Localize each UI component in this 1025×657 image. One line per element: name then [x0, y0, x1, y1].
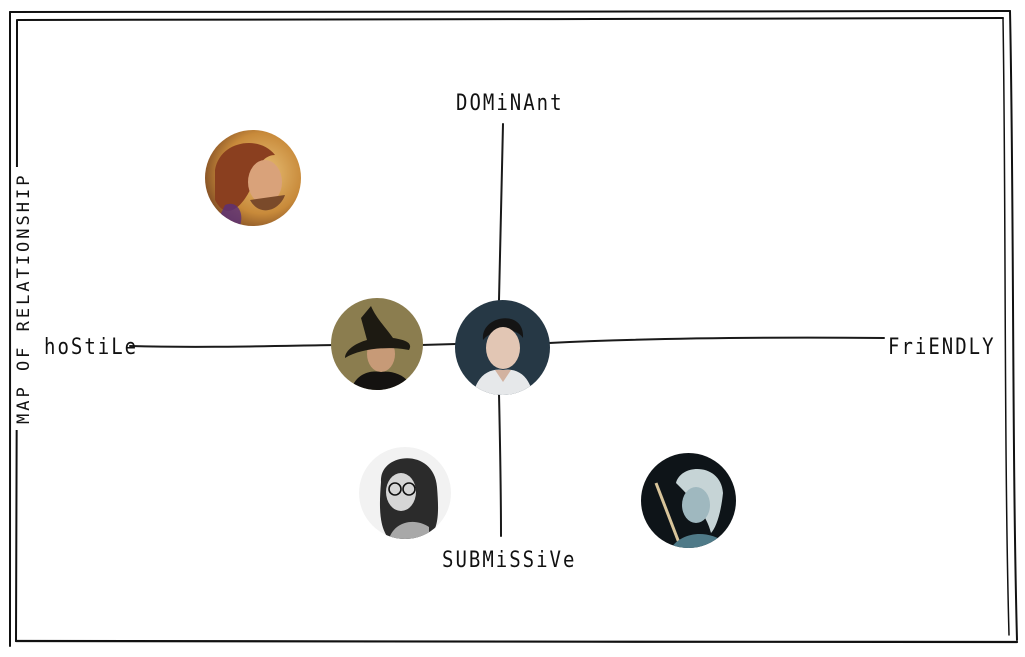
axis-label-hostile: hoStiLe: [44, 334, 139, 360]
frame-right-line: [1009, 10, 1018, 641]
axis-label-friendly: FriENDLY: [888, 334, 996, 360]
frame-left-line: [8, 11, 12, 647]
red-haired-man-portrait-icon[interactable]: [205, 130, 301, 226]
frame-right-line-2: [1002, 17, 1010, 636]
witch-hat-woman-portrait-icon[interactable]: [331, 298, 423, 390]
frame-top-line-2: [17, 17, 1004, 21]
axis-label-dominant: DOMiNAnt: [456, 90, 564, 116]
map-title: MAP OF RELATIONSHIP: [14, 166, 34, 430]
blonde-woman-portrait-icon[interactable]: [641, 453, 736, 548]
frame-top-line: [9, 10, 1011, 13]
frame-bottom-line: [14, 639, 1019, 644]
axis-vertical-bottom: [498, 393, 502, 537]
glasses-girl-portrait-icon[interactable]: [359, 447, 451, 539]
axis-label-submissive: SUBMiSSiVe: [442, 547, 577, 573]
dark-haired-man-portrait-icon[interactable]: [455, 300, 550, 395]
axis-horizontal-mid: [420, 343, 457, 346]
axis-vertical-top: [498, 123, 504, 301]
axis-horizontal-right: [548, 336, 885, 344]
axis-horizontal-left: [129, 344, 337, 348]
